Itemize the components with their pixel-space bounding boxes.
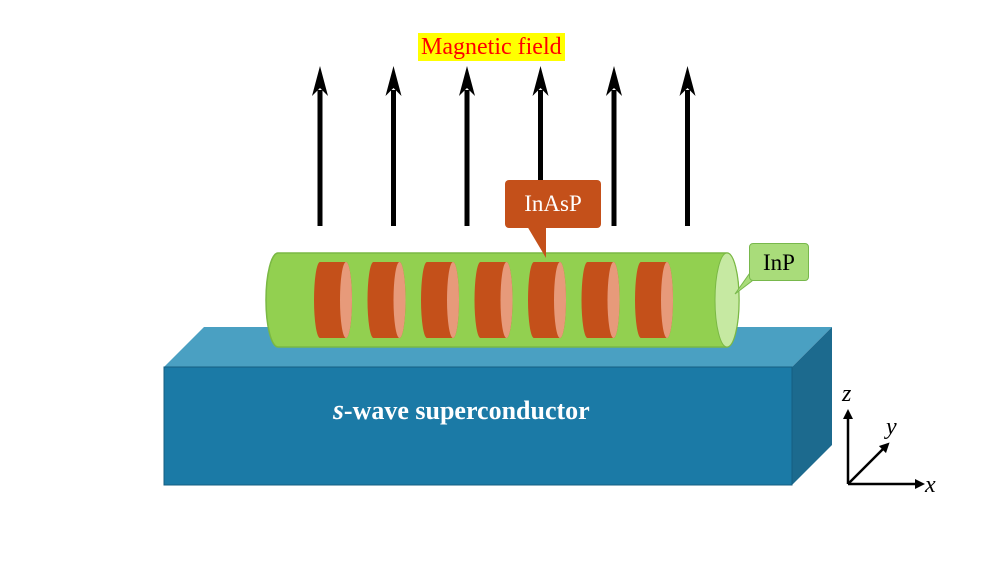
inasp-segment-face [500,262,513,338]
inasp-segment-face [607,262,620,338]
y-axis-label: y [886,414,897,440]
inasp-segment-face [661,262,673,338]
inasp-segment-face [447,262,459,338]
inp-label: InP [749,243,809,281]
coordinate-axes [843,409,925,489]
superconductor-label-rest: -wave superconductor [343,396,590,425]
field-arrow-head [532,66,549,96]
inasp-label: InAsP [505,180,601,228]
field-arrow-head [459,66,475,96]
nanowire-end-face [714,252,740,348]
inasp-segment-face [554,262,566,338]
z-axis-label: z [842,381,852,407]
y-axis-arrow [847,442,890,485]
superconductor-label-prefix: s [333,395,344,426]
superconductor-label: s-wave superconductor [333,396,663,426]
inasp-segment-face [340,262,352,338]
field-arrow-head [385,66,402,96]
superconductor-side-face [792,327,832,485]
x-axis-label: x [925,472,936,498]
inasp-segments [314,262,673,338]
magnetic-field-arrows [312,66,696,226]
nanowire [265,252,740,348]
superconductor-front-face [163,366,793,486]
inasp-callout-tail [527,226,546,258]
magnetic-field-label: Magnetic field [418,33,565,61]
field-arrow-head [679,66,696,96]
inasp-segment-face [393,262,406,338]
field-arrow-head [606,66,622,96]
field-arrow-head [312,66,328,96]
